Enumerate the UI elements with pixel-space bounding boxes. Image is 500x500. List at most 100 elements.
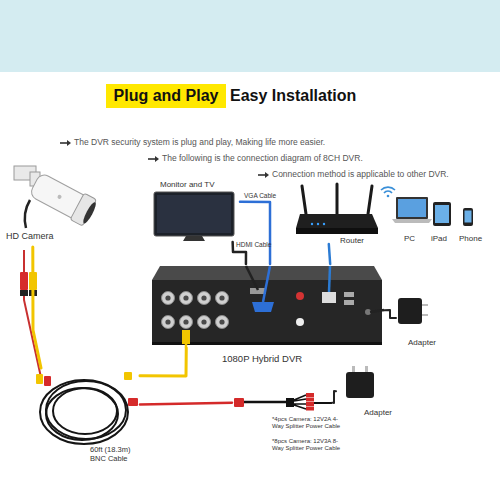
dvr-recorder <box>296 292 304 300</box>
splitter-power-cable <box>244 401 288 404</box>
phone-handset <box>465 211 472 223</box>
cable-label: VGA Cable <box>244 192 276 199</box>
dvr-recorder <box>322 292 336 303</box>
splitter-power-cable <box>306 393 314 397</box>
router <box>296 214 378 228</box>
dvr-recorder <box>296 318 304 326</box>
note-line: Connection method is applicable to other… <box>272 170 449 180</box>
hd-camera <box>25 200 30 228</box>
splitter-power-cable <box>294 395 306 409</box>
camera-unit: HD Camera <box>4 165 100 247</box>
device-label: Phone <box>459 234 482 243</box>
wifi-symbol <box>384 191 392 193</box>
node-label: Adapter <box>364 408 408 417</box>
router <box>302 184 372 214</box>
dvr-recorder <box>344 292 354 297</box>
bullet-arrow <box>258 174 266 176</box>
pc-laptop <box>392 219 432 223</box>
cable-connector <box>329 244 330 264</box>
ipad-tablet <box>433 202 451 226</box>
splitter-power-cable <box>234 393 332 411</box>
power-adapter-unit <box>398 298 428 324</box>
splitter-power-cable <box>234 398 244 407</box>
camera-power-lead <box>20 290 28 296</box>
hd-camera <box>81 201 98 225</box>
ipad-tablet <box>435 205 449 223</box>
cable-plug-ends <box>263 266 270 302</box>
hd-camera <box>57 194 62 199</box>
pc-laptop <box>396 197 428 219</box>
node-label: 60ft (18.3m) BNC Cable <box>90 446 146 463</box>
bnc-cable-coil <box>40 380 128 444</box>
dvr-recorder <box>216 292 229 305</box>
coil-plugs <box>36 374 43 384</box>
splitter-power-cable <box>306 402 314 406</box>
router <box>296 228 378 234</box>
monitor-unit: Monitor and TV <box>148 180 240 242</box>
wifi-symbol <box>387 195 390 198</box>
cable-connector <box>33 247 41 368</box>
node-label: HD Camera <box>6 231 76 241</box>
header-band <box>0 0 500 72</box>
bullet-arrow <box>67 140 71 146</box>
cable-connector <box>240 202 270 264</box>
dvr-unit: 1080P Hybrid DVR <box>150 264 384 348</box>
bnc-cable: 60ft (18.3m) BNC Cable <box>30 368 140 464</box>
phone-handset <box>463 208 473 226</box>
router <box>302 186 306 214</box>
bullet-arrow <box>265 172 269 178</box>
power-adapter: Adapter <box>396 296 440 336</box>
bnc-cable-coil <box>46 381 126 439</box>
coil-plugs <box>36 372 138 406</box>
monitor <box>183 236 205 241</box>
dvr-recorder <box>152 266 382 345</box>
bullet-arrow <box>60 142 68 144</box>
bullet-arrow <box>148 158 156 160</box>
device-label: PC <box>404 234 415 243</box>
cable-connector <box>140 403 232 405</box>
dvr-recorder <box>216 316 229 329</box>
pc-laptop <box>392 197 432 223</box>
heading-text: Easy Installation <box>230 87 356 105</box>
coil-plugs <box>44 376 51 386</box>
camera-power-lead <box>20 272 28 290</box>
device-label: iPad <box>431 234 447 243</box>
cable-plug-ends <box>370 310 384 312</box>
splitter-power-cable <box>286 398 294 407</box>
dvr-recorder <box>198 316 211 329</box>
router <box>368 186 372 214</box>
dvr-recorder <box>162 292 175 305</box>
splitter-power-cable <box>314 402 332 404</box>
router <box>323 223 325 225</box>
splitter-power-cable <box>306 407 314 411</box>
node-label: *4pcs Camera: 12V2A 4-Way Splitter Power… <box>272 416 348 430</box>
router <box>311 223 313 225</box>
dvr-recorder <box>162 316 175 329</box>
splitter-power-cable <box>306 398 314 402</box>
cable-plug-ends <box>329 266 330 292</box>
cable-connector <box>384 310 396 318</box>
wifi-symbol <box>381 187 395 190</box>
router <box>296 184 378 234</box>
cable-connector <box>140 348 186 376</box>
power-adapter-unit <box>398 298 422 324</box>
note-line: The following is the connection diagram … <box>162 154 363 164</box>
power-adapter-unit <box>422 314 428 316</box>
power-adapter-unit <box>352 366 355 372</box>
bullet-arrow <box>155 156 159 162</box>
cable-plug-ends <box>182 266 384 348</box>
dvr-recorder <box>180 316 193 329</box>
cable-connector <box>332 391 336 403</box>
cable-plug-ends <box>246 266 258 290</box>
bnc-cable-coil <box>46 388 118 440</box>
router-unit: Router <box>292 180 384 244</box>
hd-camera <box>14 166 99 228</box>
coil-plugs <box>124 372 132 380</box>
power-adapter-unit <box>346 366 374 398</box>
power-adapter-unit <box>346 372 374 398</box>
monitor <box>154 192 234 241</box>
coil-plugs <box>128 398 138 406</box>
